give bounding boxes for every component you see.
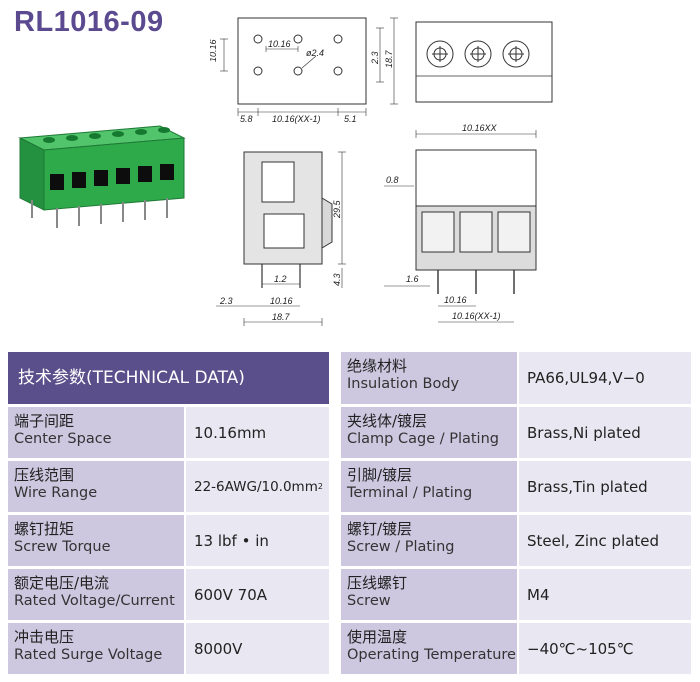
dim-pitch-label: 10.16 (268, 39, 291, 49)
spec-value: −40℃~105℃ (519, 623, 691, 674)
front-view-drawing: 10.16XX 0.8 1.6 10.16 10.16(XX-1) (384, 123, 537, 323)
spec-label: 压线螺钉 Screw (341, 569, 517, 620)
dim-depth-label: 18.7 (384, 49, 394, 68)
spec-label-en: Terminal / Plating (347, 485, 473, 501)
spec-label-en: Screw Torque (14, 539, 111, 555)
spec-label-cn: 端子间距 (14, 412, 75, 430)
dim-height-label: 29.5 (332, 199, 342, 219)
spec-label-en: Screw / Plating (347, 539, 455, 555)
spec-value: 8000V (186, 623, 329, 674)
spec-label-en: Insulation Body (347, 376, 460, 392)
spec-value-text: Brass,Ni plated (527, 423, 641, 442)
spec-label-en: Wire Range (14, 485, 98, 501)
spec-label-en: Center Space (14, 431, 112, 447)
spec-label-en: Rated Voltage/Current (14, 593, 175, 609)
spec-label-cn: 夹线体/镀层 (347, 412, 428, 430)
dim-wall-label: 0.8 (386, 175, 399, 185)
dim-offset-label: 2.3 (370, 51, 380, 65)
spec-value: M4 (519, 569, 691, 620)
spec-value: Steel, Zinc plated (519, 515, 691, 566)
spec-label-en: Rated Surge Voltage (14, 647, 163, 663)
spec-value-text: 13 lbf • in (194, 531, 269, 550)
spec-label: 使用温度 Operating Temperature (341, 623, 517, 674)
spec-value-text: 10.16mm (194, 423, 267, 442)
spec-label: 夹线体/镀层 Clamp Cage / Plating (341, 407, 517, 458)
technical-data-table: 技术参数(TECHNICAL DATA) 端子间距 Center Space 1… (8, 352, 691, 676)
spec-label: 额定电压/电流 Rated Voltage/Current (8, 569, 184, 620)
spec-label: 引脚/镀层 Terminal / Plating (341, 461, 517, 512)
spec-label-en: Clamp Cage / Plating (347, 431, 499, 447)
spec-label: 螺钉/镀层 Screw / Plating (341, 515, 517, 566)
spec-label-cn: 压线螺钉 (347, 574, 408, 592)
spec-value-text: Brass,Tin plated (527, 477, 648, 496)
table-header: 技术参数(TECHNICAL DATA) (8, 352, 329, 404)
dim-pin-pitch-label: 10.16 (270, 296, 293, 306)
top-view-drawing: 10.16 ø2.4 10.16 2.3 18.7 5.8 10.16(XX-1… (210, 17, 398, 124)
dim-hole-label: ø2.4 (306, 48, 324, 58)
spec-value-text: Steel, Zinc plated (527, 531, 660, 550)
dim-pitch2-label: 10.16 (444, 295, 467, 305)
spec-label-cn: 冲击电压 (14, 628, 75, 646)
dim-left-label: 5.8 (240, 114, 253, 124)
spec-label-cn: 螺钉扭矩 (14, 520, 75, 538)
spec-label: 绝缘材料 Insulation Body (341, 352, 517, 404)
dim-pin-gap-label: 1.2 (274, 274, 287, 284)
spec-value: 600V 70A (186, 569, 329, 620)
spec-label-en: Operating Temperature (347, 647, 516, 663)
spec-label: 压线范围 Wire Range (8, 461, 184, 512)
spec-label-cn: 螺钉/镀层 (347, 520, 413, 538)
spec-label: 螺钉扭矩 Screw Torque (8, 515, 184, 566)
spec-value: 13 lbf • in (186, 515, 329, 566)
spec-value-text: 600V 70A (194, 585, 268, 604)
dim-row-label: 10.16 (210, 39, 218, 62)
dim-right-label: 5.1 (344, 114, 357, 124)
spec-value: Brass,Tin plated (519, 461, 691, 512)
spec-value-text: PA66,UL94,V−0 (527, 369, 645, 387)
screw-top-view-drawing (415, 21, 553, 103)
spec-value: 10.16mm (186, 407, 329, 458)
spec-label: 端子间距 Center Space (8, 407, 184, 458)
spec-label-cn: 额定电压/电流 (14, 574, 110, 592)
spec-label: 冲击电压 Rated Surge Voltage (8, 623, 184, 674)
spec-label-en: Screw (347, 593, 391, 609)
spec-label-cn: 绝缘材料 (347, 357, 408, 375)
spec-label-cn: 压线范围 (14, 466, 75, 484)
dim-width-label: 18.7 (272, 312, 291, 322)
dim-edge-label: 2.3 (219, 296, 233, 306)
spec-value-text: 8000V (194, 639, 243, 658)
spec-value: PA66,UL94,V−0 (519, 352, 691, 404)
spec-value-text: M4 (527, 585, 550, 604)
spec-value-text: 22-6AWG/10.0mm (194, 478, 318, 495)
page-title: RL1016-09 (14, 6, 164, 38)
terminal-block-image (18, 125, 186, 228)
dim-length-label: 10.16XX (462, 123, 498, 133)
dim-span-label: 10.16(XX-1) (272, 114, 321, 124)
dim-pin-dia-label: 1.6 (406, 274, 419, 284)
spec-label-cn: 引脚/镀层 (347, 466, 413, 484)
side-section-drawing: 29.5 1.2 4.3 2.3 10.16 18.7 (216, 151, 346, 326)
spec-label-cn: 使用温度 (347, 628, 408, 646)
spec-value-text: −40℃~105℃ (527, 639, 634, 658)
spec-value-sup: 2 (317, 482, 323, 491)
spec-value: Brass,Ni plated (519, 407, 691, 458)
dim-span2-label: 10.16(XX-1) (452, 311, 501, 321)
dim-pin-length-label: 4.3 (332, 273, 342, 286)
